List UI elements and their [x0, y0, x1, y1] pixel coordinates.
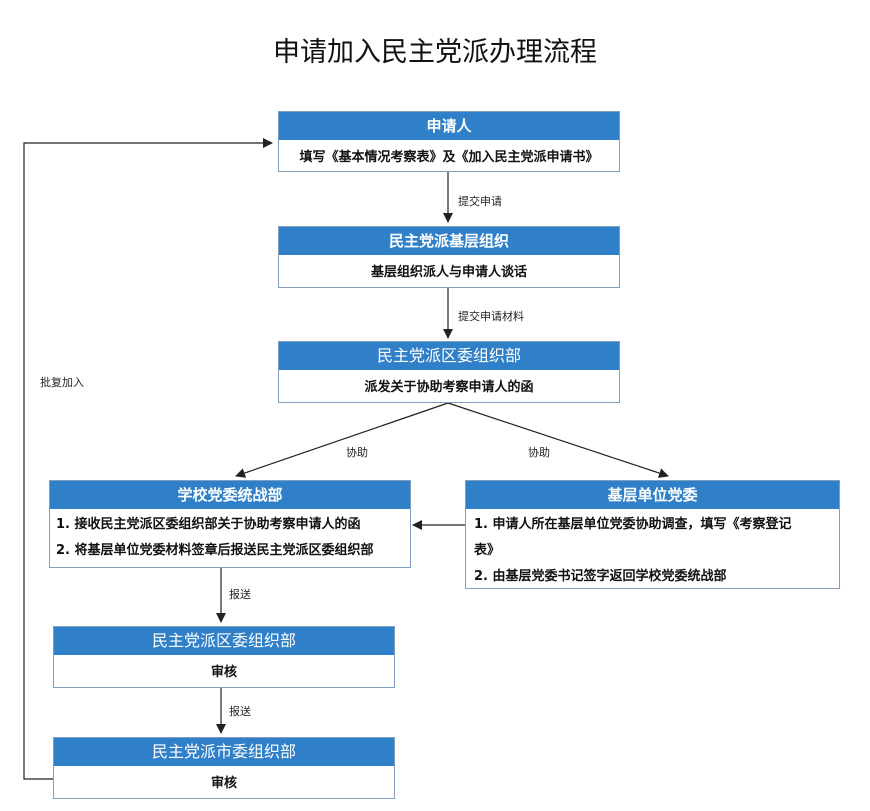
- node-district-dept-1-head: 民主党派区委组织部: [279, 342, 619, 370]
- node-district-dept-2-head: 民主党派区委组织部: [54, 627, 394, 655]
- arrow-district-to-unit: [447, 402, 669, 478]
- node-district-dept-2: 民主党派区委组织部 审核: [53, 626, 395, 688]
- edge-label-report-2: 报送: [229, 705, 251, 718]
- node-applicant-head: 申请人: [279, 112, 619, 140]
- node-applicant: 申请人 填写《基本情况考察表》及《加入民主党派申请书》: [278, 111, 620, 172]
- arrow-city-to-applicant: [23, 138, 273, 780]
- node-city-dept: 民主党派市委组织部 审核: [53, 737, 395, 799]
- edge-label-report-1: 报送: [229, 588, 251, 601]
- arrow-district-to-school: [235, 402, 449, 478]
- node-school-united-front: 学校党委统战部 1. 接收民主党派区委组织部关于协助考察申请人的函 2. 将基层…: [49, 480, 411, 568]
- node-district-dept-1: 民主党派区委组织部 派发关于协助考察申请人的函: [278, 341, 620, 403]
- node-unit-line-1: 1. 申请人所在基层单位党委协助调查，填写《考察登记: [474, 517, 792, 532]
- page-title: 申请加入民主党派办理流程: [273, 37, 597, 68]
- node-district-dept-1-body: 派发关于协助考察申请人的函: [364, 380, 534, 395]
- edge-label-assist-left: 协助: [346, 446, 368, 459]
- node-applicant-body: 填写《基本情况考察表》及《加入民主党派申请书》: [299, 150, 599, 165]
- edge-label-approve-join: 批复加入: [40, 376, 84, 389]
- node-city-dept-body: 审核: [210, 776, 237, 791]
- edge-label-submit-materials: 提交申请材料: [458, 310, 524, 323]
- node-school-line-1: 1. 接收民主党派区委组织部关于协助考察申请人的函: [56, 517, 361, 532]
- node-unit-line-3: 2. 由基层党委书记签字返回学校党委统战部: [474, 569, 727, 584]
- node-grassroots-org-head: 民主党派基层组织: [279, 227, 619, 255]
- node-grassroots-org: 民主党派基层组织 基层组织派人与申请人谈话: [278, 226, 620, 288]
- node-grassroots-org-body: 基层组织派人与申请人谈话: [370, 265, 527, 280]
- node-city-dept-head: 民主党派市委组织部: [54, 738, 394, 766]
- node-unit-line-2: 表》: [474, 543, 501, 558]
- node-unit-party-committee-head: 基层单位党委: [466, 481, 839, 509]
- node-district-dept-2-body: 审核: [210, 665, 237, 680]
- edge-label-submit-application: 提交申请: [458, 195, 502, 208]
- edge-label-assist-right: 协助: [528, 446, 550, 459]
- node-school-line-2: 2. 将基层单位党委材料签章后报送民主党派区委组织部: [56, 543, 374, 558]
- node-school-united-front-head: 学校党委统战部: [50, 481, 410, 509]
- node-unit-party-committee: 基层单位党委 1. 申请人所在基层单位党委协助调查，填写《考察登记 表》 2. …: [465, 480, 840, 589]
